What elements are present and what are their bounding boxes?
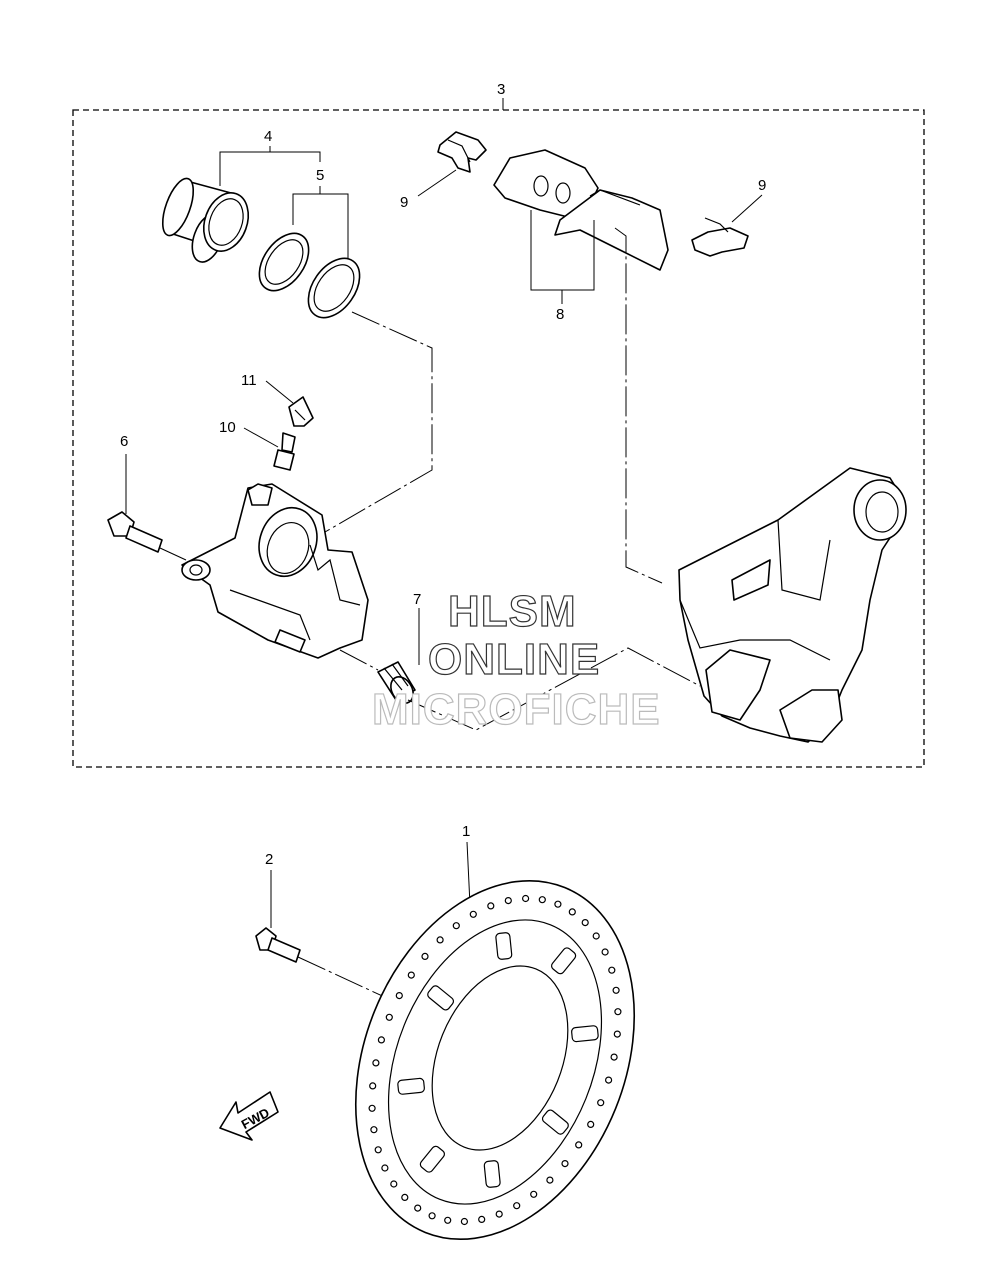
- pad-spring-right: [691, 217, 749, 257]
- disc-hole: [521, 894, 530, 903]
- disc-hole: [587, 1120, 595, 1129]
- caliper-pin-bolt: [107, 511, 163, 553]
- callout-5: 5: [316, 167, 324, 184]
- pad-spring-left: [437, 131, 487, 173]
- callout-3: 3: [497, 81, 505, 98]
- disc-hole: [568, 908, 576, 916]
- disc-hole: [554, 900, 562, 908]
- disc-slots: [397, 932, 599, 1188]
- disc-hole: [612, 986, 620, 994]
- disc-hole: [374, 1146, 382, 1154]
- disc-bolt: [255, 927, 301, 963]
- callout-1: 1: [462, 823, 470, 840]
- brake-pads: [493, 149, 669, 271]
- disc-hole: [487, 902, 495, 910]
- disc-hole: [538, 896, 546, 904]
- disc-hole: [581, 918, 589, 927]
- brake-disc: [354, 879, 636, 1241]
- disc-hole: [513, 1202, 521, 1210]
- disc-hole: [452, 922, 460, 930]
- caliper-body: [181, 483, 369, 659]
- disc-slot: [550, 947, 577, 975]
- watermark-line3: MICROFICHE: [372, 685, 661, 734]
- caliper-bracket: [678, 467, 907, 743]
- disc-slot: [571, 1025, 599, 1043]
- disc-hole: [592, 932, 600, 940]
- disc-hole: [390, 1180, 398, 1188]
- callout-9b: 9: [758, 177, 766, 194]
- disc-hole: [369, 1082, 377, 1090]
- disc-hole: [368, 1104, 376, 1112]
- disc-hole: [561, 1159, 569, 1168]
- disc-hole: [460, 1217, 468, 1226]
- callout-2: 2: [265, 851, 273, 868]
- disc-hole: [421, 952, 429, 961]
- disc-hole: [385, 1013, 393, 1021]
- fwd-arrow-icon: FWD: [219, 1091, 279, 1141]
- disc-hole: [601, 948, 609, 956]
- disc-slot: [541, 1109, 569, 1135]
- disc-hole: [495, 1210, 503, 1218]
- disc-slot: [483, 1160, 501, 1188]
- disc-slot: [495, 932, 513, 960]
- disc-hole: [407, 971, 415, 979]
- disc-hole: [608, 966, 616, 974]
- watermark-line2: ONLINE: [428, 635, 600, 684]
- disc-hole: [377, 1036, 385, 1044]
- disc-hole: [504, 896, 512, 905]
- piston-seal-2: [307, 257, 361, 319]
- disc-slot: [427, 985, 455, 1011]
- disc-hole: [444, 1216, 452, 1224]
- disc-hole: [604, 1076, 613, 1084]
- piston-seal-1: [258, 232, 310, 292]
- bleed-screw: [273, 432, 296, 471]
- piston: [161, 177, 250, 263]
- disc-slot: [419, 1145, 446, 1173]
- disc-hole: [370, 1126, 378, 1134]
- disc-hole: [478, 1215, 486, 1224]
- caliper-assembly-outline: [72, 109, 925, 768]
- disc-hole: [381, 1164, 389, 1172]
- callout-10: 10: [219, 419, 236, 436]
- disc-hole: [395, 991, 403, 1000]
- bleed-cap: [288, 396, 314, 427]
- disc-hole: [401, 1193, 409, 1202]
- disc-hole: [614, 1008, 622, 1016]
- disc-hole: [575, 1141, 583, 1149]
- disc-holes: [368, 894, 622, 1226]
- disc-hole: [414, 1204, 422, 1212]
- disc-hole: [436, 936, 444, 944]
- callout-6: 6: [120, 433, 128, 450]
- disc-hole: [597, 1099, 605, 1107]
- callout-11: 11: [241, 372, 257, 389]
- disc-hole: [530, 1190, 538, 1198]
- disc-hole: [613, 1030, 621, 1038]
- disc-hole: [610, 1053, 618, 1061]
- callout-9a: 9: [400, 194, 408, 211]
- callout-7: 7: [413, 591, 421, 608]
- disc-hole: [546, 1176, 554, 1184]
- callout-8: 8: [556, 306, 564, 323]
- disc-hole: [428, 1212, 436, 1220]
- disc-slot: [397, 1077, 425, 1095]
- watermark: HLSM ONLINE MICROFICHE: [371, 586, 661, 734]
- watermark-line1: HLSM: [448, 587, 577, 636]
- disc-hole: [469, 910, 477, 918]
- slide-pin-boot: [377, 661, 416, 704]
- disc-hole: [372, 1059, 380, 1067]
- callout-4: 4: [264, 128, 272, 145]
